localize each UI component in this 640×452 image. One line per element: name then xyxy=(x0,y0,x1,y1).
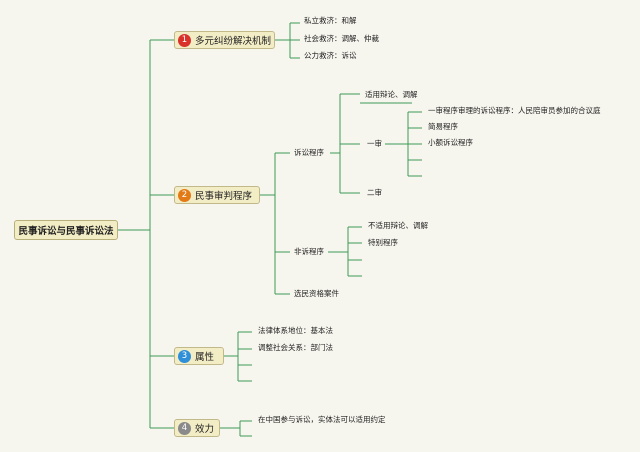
leaf-voter-qualification[interactable]: 选民资格案件 xyxy=(294,289,339,298)
node-first-instance[interactable]: 一审 xyxy=(367,139,382,148)
number-badge-2: 2 xyxy=(178,188,191,202)
branch-label: 民事审判程序 xyxy=(195,191,253,202)
number-badge-1: 1 xyxy=(178,33,191,47)
branch-label: 效力 xyxy=(195,424,215,435)
node-non-litigation[interactable]: 非诉程序 xyxy=(294,247,324,256)
branch-label: 属性 xyxy=(195,352,215,363)
leaf-first-collegial[interactable]: 一审程序审理的诉讼程序：人民陪审员参加的合议庭 xyxy=(428,106,601,115)
leaf-summary-procedure[interactable]: 简易程序 xyxy=(428,122,458,131)
leaf-china-litigation[interactable]: 在中国参与诉讼，实体法可以适用约定 xyxy=(258,415,386,424)
leaf-special-procedure[interactable]: 特别程序 xyxy=(368,238,398,247)
branch-effect[interactable]: 4 效力 xyxy=(174,419,220,437)
leaf-public-remedy[interactable]: 公力救济：诉讼 xyxy=(304,51,357,60)
node-applicable-debate[interactable]: 适用辩论、调解 xyxy=(365,90,418,99)
leaf-private-remedy[interactable]: 私立救济：和解 xyxy=(304,16,357,25)
branch-label: 多元纠纷解决机制 xyxy=(195,36,272,47)
number-badge-4: 4 xyxy=(178,421,191,435)
leaf-small-claims[interactable]: 小额诉讼程序 xyxy=(428,138,473,147)
leaf-not-applicable-debate[interactable]: 不适用辩论、调解 xyxy=(368,221,428,230)
leaf-social-remedy[interactable]: 社会救济：调解、仲裁 xyxy=(304,34,379,43)
node-second-instance[interactable]: 二审 xyxy=(367,188,382,197)
branch-dispute-resolution[interactable]: 1 多元纠纷解决机制 xyxy=(174,31,275,49)
root-topic[interactable]: 民事诉讼与民事诉讼法 xyxy=(14,220,118,240)
branch-civil-trial[interactable]: 2 民事审判程序 xyxy=(174,186,260,204)
branch-attributes[interactable]: 3 属性 xyxy=(174,347,224,365)
node-litigation[interactable]: 诉讼程序 xyxy=(294,148,324,157)
leaf-legal-status[interactable]: 法律体系地位：基本法 xyxy=(258,326,333,335)
leaf-social-relations[interactable]: 调整社会关系：部门法 xyxy=(258,343,333,352)
number-badge-3: 3 xyxy=(178,349,191,363)
